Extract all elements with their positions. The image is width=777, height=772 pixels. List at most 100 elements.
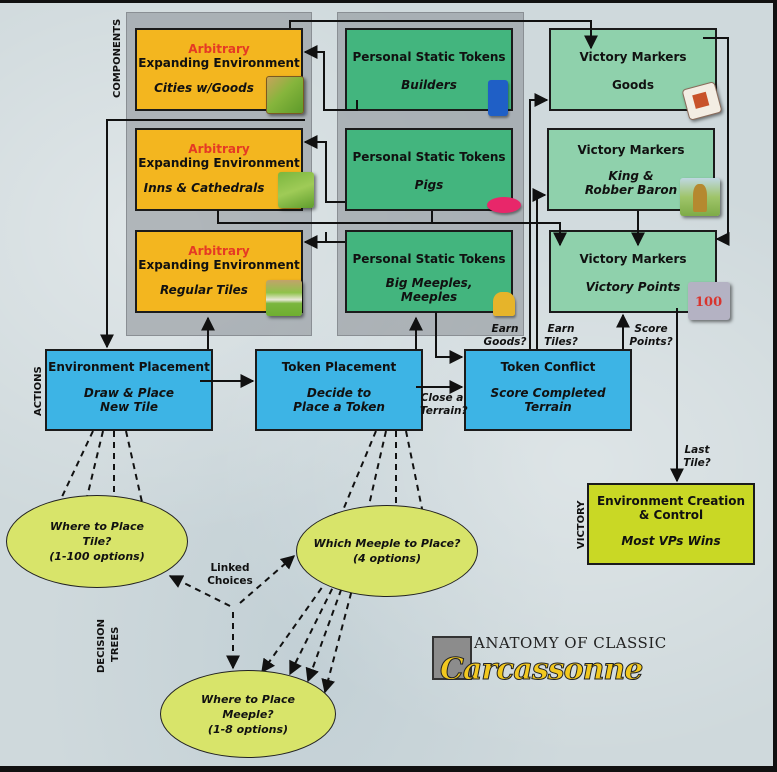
logo-title: Carcassonne [439,652,643,688]
box-title: Expanding Environment [138,156,300,170]
box-title: Token Conflict [500,360,596,374]
box-subtitle: Big Meeples, [385,276,473,290]
dash-where-meeple-4 [321,581,355,694]
box-title: Personal Static Tokens [352,50,506,64]
meeple-token-icon [493,292,515,316]
annotation-earn-tiles: Earn Tiles? [538,323,584,349]
box-subtitle: Score Completed [490,386,606,400]
victory-title-2: & Control [638,508,704,522]
wire-cities-to-goods [289,20,598,50]
dash-where-meeple-3 [305,578,346,683]
box-subtitle: Builders [401,78,457,92]
wire-goods-to-points [703,37,730,246]
annotation-line: Tiles? [544,336,578,348]
annotation-line: Earn [547,323,575,335]
dash-linked-right [239,555,296,604]
dash-tile-4 [125,430,151,522]
inn-tile-icon [278,172,314,208]
decision-where-place-meeple: Where to Place Meeple? (1-8 options) [160,670,336,758]
annotation-close-terrain: Close a Terrain? [420,392,468,418]
dash-where-meeple-2 [289,578,338,676]
box-title: Token Placement [281,360,397,374]
annotation-line: Tile? [683,457,711,469]
wire-conflict-to-goods [529,93,549,349]
arbitrary-tag: Arbitrary [188,142,250,156]
decision-which-meeple: Which Meeple to Place? (4 options) [296,505,478,597]
box-subtitle: Regular Tiles [160,283,248,297]
builder-token-icon [488,80,508,116]
box-subtitle: Robber Baron [584,183,678,197]
token-box-pigs: Personal Static Tokens Pigs [345,128,513,211]
annotation-line: Goods? [483,336,527,348]
box-title: Victory Markers [579,252,687,266]
box-title: Personal Static Tokens [352,150,506,164]
box-subtitle: Cities w/Goods [154,81,254,95]
annotation-line: Last [684,444,710,456]
annotation-line: Earn [491,323,519,335]
dash-tile-2 [78,430,104,520]
victory-subtitle: Most VPs Wins [621,534,721,548]
annotation-earn-goods: Earn Goods? [480,323,530,349]
city-tile-icon [266,76,304,114]
annotation-linked-choices: Linked Choices [205,562,255,588]
environment-box-cities: Arbitrary Expanding Environment Cities w… [135,28,303,111]
wire-inns-to-points [217,210,567,247]
box-subtitle: Draw & Place [83,386,175,400]
decision-line: (1-100 options) [49,550,145,563]
box-subtitle: New Tile [100,400,158,414]
logo-ornament-icon [432,636,472,680]
action-box-environment-placement: Environment Placement Draw & Place New T… [45,349,213,431]
decision-line: (4 options) [353,552,421,565]
wire-meeples-to-regular [305,232,345,242]
box-subtitle: Terrain [524,400,572,414]
logo-subtitle: ANATOMY OF CLASSIC [474,634,667,652]
box-title: Expanding Environment [138,258,300,272]
king-card-icon [680,178,720,216]
score-100-tile-icon: 100 [688,282,730,320]
box-subtitle: Goods [611,78,655,92]
annotation-line: Points? [629,336,673,348]
action-box-token-placement: Token Placement Decide to Place a Token [255,349,423,431]
box-title: Expanding Environment [138,56,300,70]
box-title: Environment Placement [48,360,210,374]
box-subtitle: Pigs [414,178,444,192]
wire-conflict-to-king [532,188,547,349]
box-subtitle: Victory Points [585,280,681,294]
dash-linked-left [168,575,231,607]
wire-env-placement-to-env [100,119,305,349]
token-box-meeples: Personal Static Tokens Big Meeples, Meep… [345,230,513,313]
victory-box: Environment Creation & Control Most VPs … [587,483,755,565]
decision-line: Which Meeple to Place? [313,537,461,550]
decision-line: Where to Place [200,692,296,706]
annotation-line: Linked [210,562,250,574]
annotation-line: Close a [420,392,464,404]
wire-pigs-to-inns [303,135,345,203]
box-subtitle: Place a Token [293,400,385,414]
decision-line: Tile? [82,535,112,548]
annotation-line: Score [634,323,668,335]
annotation-line: Choices [207,575,253,587]
victory-title-1: Environment Creation [596,494,746,508]
wire-builders-to-cities [303,45,358,111]
pig-token-icon [487,197,521,213]
arbitrary-tag: Arbitrary [188,244,250,258]
action-box-token-conflict: Token Conflict Score Completed Terrain [464,349,632,431]
arbitrary-tag: Arbitrary [188,42,250,56]
decision-where-place-tile: Where to Place Tile? (1-100 options) [6,495,188,588]
box-subtitle: Meeples [400,290,458,304]
decision-line: (1-8 options) [207,722,289,736]
decision-line: Meeple? [222,707,274,721]
annotation-last-tile: Last Tile? [678,444,716,470]
box-subtitle: King & [608,169,654,183]
road-tile-icon [266,280,302,316]
box-title: Victory Markers [577,143,685,157]
wire-meeples-to-conflict [435,312,464,364]
decision-line: Where to Place [49,520,145,533]
box-subtitle: Decide to [306,386,372,400]
box-subtitle: Inns & Cathedrals [143,181,265,195]
score-100-text: 100 [695,295,723,310]
box-title: Victory Markers [579,50,687,64]
dash-where-meeple-1 [261,578,329,674]
